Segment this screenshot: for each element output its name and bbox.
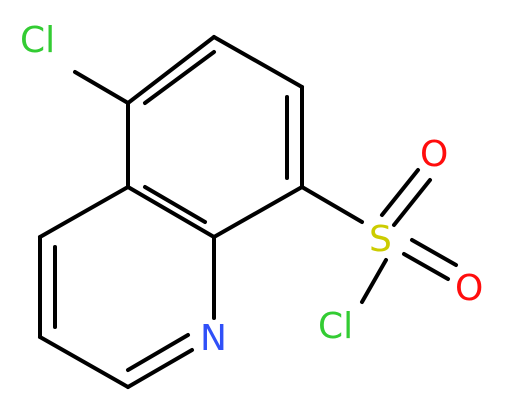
bond-s-o-top-b: [392, 178, 432, 227]
bond-c4a-c4: [38, 185, 130, 239]
bond-s-o-bottom-a: [410, 238, 458, 267]
bond-c8-s: [300, 185, 364, 224]
bond-s-cl: [360, 258, 388, 304]
atom-cl-top: Cl: [20, 20, 55, 61]
bond-c5-cl: [73, 70, 130, 105]
bond-c8-c8a: [212, 185, 304, 239]
atom-nitrogen: N: [200, 318, 227, 359]
bond-c6-c7: [212, 35, 304, 89]
bond-c2-n1-inner: [126, 333, 190, 372]
bond-c5-c6-inner: [143, 50, 216, 105]
bond-c2-n1: [126, 348, 194, 389]
atom-cl-sulfonyl: Cl: [318, 306, 353, 347]
bond-c8a-c4a-inner: [143, 185, 207, 224]
bond-s-o-bottom-b: [402, 252, 450, 281]
atom-oxygen-bottom: O: [455, 268, 483, 309]
bond-c8a-c4a: [126, 185, 216, 239]
bond-c3-c2: [38, 335, 130, 389]
atom-oxygen-top: O: [420, 134, 448, 175]
bond-s-o-top-a: [380, 168, 420, 217]
bond-c5-c6: [126, 35, 216, 105]
atom-sulfur: S: [369, 219, 392, 260]
